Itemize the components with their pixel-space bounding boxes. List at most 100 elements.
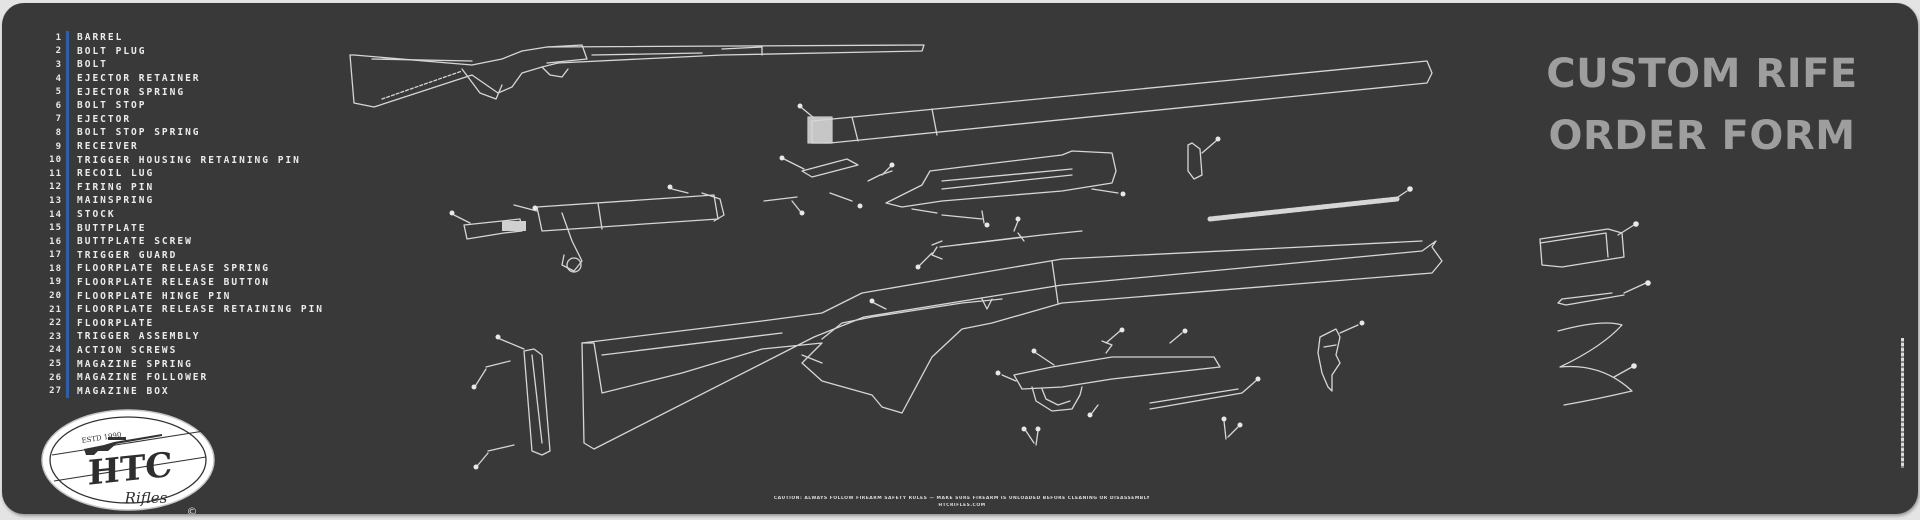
accent-bar (66, 248, 69, 263)
logo-subtitle: Rifles (124, 489, 168, 507)
part-number: 6 (55, 100, 62, 111)
accent-bar (66, 126, 69, 140)
parts-list-item: 11 RECOIL LUG (40, 166, 324, 181)
accent-bar (66, 357, 69, 371)
accent-bar (66, 98, 69, 113)
part-name: FIRING PIN (77, 181, 155, 193)
part-name: BARREL (77, 32, 124, 44)
part-number: 4 (55, 73, 62, 84)
htc-rifles-logo: ESTD 1990 HTC Rifles © (41, 409, 215, 514)
small-parts-drawing (763, 155, 895, 216)
part-number: 10 (49, 155, 62, 166)
accent-bar (66, 194, 69, 208)
accent-bar (66, 289, 69, 303)
ruler-mark (1901, 338, 1904, 468)
accent-bar (66, 316, 69, 331)
part-name: BUTTPLATE SCREW (77, 236, 193, 248)
barrel-drawing (797, 60, 1433, 144)
part-number: 19 (49, 277, 62, 288)
part-name: FLOORPLATE RELEASE SPRING (77, 263, 270, 275)
part-name: RECOIL LUG (77, 168, 155, 180)
part-name: FLOORPLATE (77, 317, 155, 329)
parts-list-item: 16 BUTTPLATE SCREW (40, 234, 324, 249)
part-name: BOLT (77, 59, 108, 71)
magazine-parts-drawing (1539, 221, 1651, 406)
accent-bar (66, 343, 69, 358)
footer-caution-text: CAUTION: ALWAYS FOLLOW FIREARM SAFETY RU… (773, 496, 1151, 501)
part-name: MAGAZINE SPRING (77, 358, 193, 370)
accent-bar (66, 31, 69, 45)
part-number: 15 (49, 223, 62, 234)
part-number: 1 (55, 32, 62, 43)
accent-bar (66, 166, 69, 181)
part-name: STOCK (77, 209, 116, 221)
accent-bar (66, 58, 69, 72)
part-number: 9 (55, 141, 62, 152)
accent-bar (66, 44, 69, 59)
accent-bar (66, 275, 69, 290)
footer-website-text: HTCRIFLES.COM (938, 503, 986, 508)
accent-bar (66, 71, 69, 86)
part-name: TRIGGER HOUSING RETAINING PIN (77, 154, 301, 166)
accent-bar (66, 153, 69, 167)
stock-drawing (581, 240, 1443, 450)
part-number: 26 (49, 372, 62, 383)
receiver-drawing (885, 150, 1126, 228)
bolt-stop-drawing (1187, 136, 1221, 180)
parts-list-item: 6 BOLT STOP (40, 98, 324, 113)
part-number: 12 (49, 182, 62, 193)
part-number: 17 (49, 250, 62, 261)
parts-list-item: 3 BOLT (40, 58, 324, 72)
part-name: MAGAZINE BOX (77, 385, 170, 397)
rifle-emblem-icon (84, 434, 162, 455)
accent-bar (66, 112, 69, 127)
parts-list-item: 8 BOLT STOP SPRING (40, 126, 324, 140)
accent-bar (66, 207, 69, 222)
bolt-drawing (449, 184, 725, 273)
part-name: BOLT STOP SPRING (77, 127, 201, 139)
part-number: 24 (49, 345, 62, 356)
part-name: MAGAZINE FOLLOWER (77, 372, 209, 384)
buttplate-drawing (471, 334, 551, 470)
title-line-2: ORDER FORM (1548, 113, 1856, 159)
parts-list-item: 24 ACTION SCREWS (40, 343, 324, 358)
parts-list-item: 15 BUTTPLATE (40, 221, 324, 235)
accent-bar (66, 234, 69, 249)
part-number: 8 (55, 127, 62, 138)
part-number: 3 (55, 59, 62, 70)
accent-bar (66, 384, 69, 399)
part-name: ACTION SCREWS (77, 344, 178, 356)
part-number: 16 (49, 236, 62, 247)
part-name: FLOORPLATE RELEASE BUTTON (77, 276, 270, 288)
parts-list-item: 12 FIRING PIN (40, 180, 324, 195)
parts-list-item: 10 TRIGGER HOUSING RETAINING PIN (40, 153, 324, 167)
trigger-assembly-drawing (1317, 320, 1365, 392)
accent-bar (66, 85, 69, 99)
accent-bar (66, 302, 69, 317)
assembled-rifle-drawing (349, 44, 925, 108)
part-name: FLOORPLATE RELEASE RETAINING PIN (77, 304, 325, 316)
part-name: BOLT STOP (77, 100, 147, 112)
logo-brand: HTC (88, 445, 172, 494)
part-name: BUTTPLATE (77, 222, 147, 234)
parts-list-item: 1 BARREL (40, 31, 324, 45)
accent-bar (66, 370, 69, 385)
mainspring-drawing (1207, 186, 1413, 222)
part-name: EJECTOR (77, 113, 132, 125)
part-name: EJECTOR SPRING (77, 86, 186, 98)
part-number: 11 (49, 168, 62, 179)
copyright-icon: © (187, 505, 198, 514)
